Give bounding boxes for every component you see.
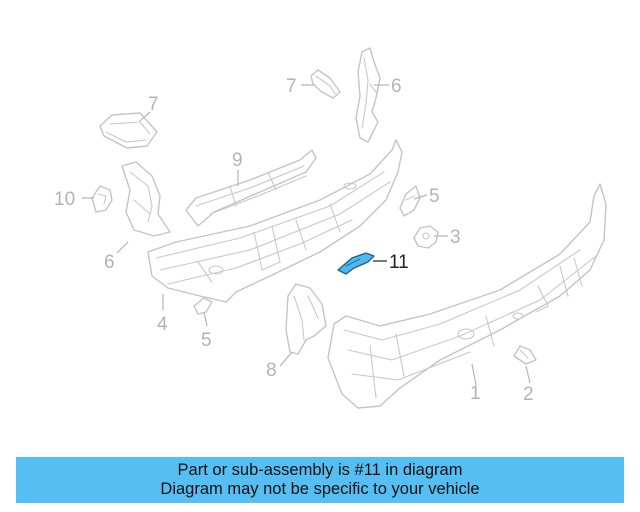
- banner-line-2: Diagram may not be specific to your vehi…: [160, 480, 480, 498]
- part-5-lower: [193, 297, 213, 315]
- callout-3: 3: [450, 227, 461, 248]
- banner-line-1: Part or sub-assembly is #11 in diagram: [177, 461, 463, 479]
- callout-5-upper: 5: [429, 186, 440, 207]
- part-6-upper: [355, 47, 381, 143]
- callout-8: 8: [266, 360, 277, 381]
- part-3: [413, 225, 439, 249]
- part-7-right: [310, 69, 341, 99]
- callout-4: 4: [157, 314, 168, 335]
- part-9-rail: [185, 149, 317, 227]
- callout-6-upper: 6: [391, 76, 402, 97]
- part-10-clip: [91, 185, 113, 213]
- callout-6-lower: 6: [104, 252, 115, 273]
- callout-11: 11: [389, 252, 409, 273]
- part-5-upper: [399, 185, 421, 217]
- callout-5-lower: 5: [201, 330, 212, 351]
- exploded-parts-diagram: 7 7 6 9 10 6 4 5 3 11 5 8 1 2: [54, 47, 607, 409]
- leader-lines: [82, 84, 531, 386]
- part-1-reinforcement: [327, 183, 607, 409]
- callout-9: 9: [232, 150, 243, 171]
- callout-7-right: 7: [286, 76, 297, 97]
- part-8-bracket: [285, 283, 327, 355]
- part-4-rear-panel: [147, 139, 403, 303]
- part-11-highlighted: [337, 252, 375, 275]
- callout-2: 2: [523, 384, 534, 405]
- part-6-lower: [121, 161, 171, 237]
- info-banner: Part or sub-assembly is #11 in diagram D…: [16, 457, 624, 503]
- callout-1: 1: [470, 383, 481, 404]
- callout-7-left: 7: [148, 94, 159, 115]
- callout-10: 10: [54, 189, 75, 210]
- part-7-left: [99, 112, 158, 149]
- part-2: [513, 345, 537, 365]
